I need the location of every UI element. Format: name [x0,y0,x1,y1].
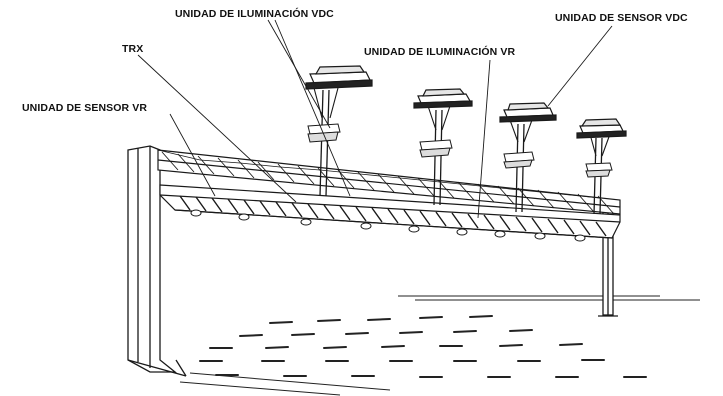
callout-leaders [137,19,613,219]
vdc-lighting-units [307,123,613,178]
road-edge-lines [179,295,700,396]
left-support-post [127,145,187,377]
label-trx: TRX [122,43,144,55]
leader-vdc-lighting-2 [274,19,351,197]
vdc-sensor-housings [305,65,627,139]
label-vdc-lighting-unit: UNIDAD DE ILUMINACIÓN VDC [175,8,334,20]
leader-vdc-lighting [267,19,331,129]
upper-truss-beam [157,149,621,215]
road-lane-markings [199,315,647,378]
vr-sensor-domes [190,209,586,242]
label-vr-sensor-unit: UNIDAD DE SENSOR VR [22,102,147,114]
label-vr-lighting-unit: UNIDAD DE ILUMINACIÓN VR [364,46,516,58]
leader-vdc-sensor [547,25,613,107]
label-vdc-sensor-unit: UNIDAD DE SENSOR VDC [555,12,688,24]
leader-trx [137,54,297,203]
leader-vr-sensor [169,113,216,197]
leader-vr-lighting [477,59,491,219]
